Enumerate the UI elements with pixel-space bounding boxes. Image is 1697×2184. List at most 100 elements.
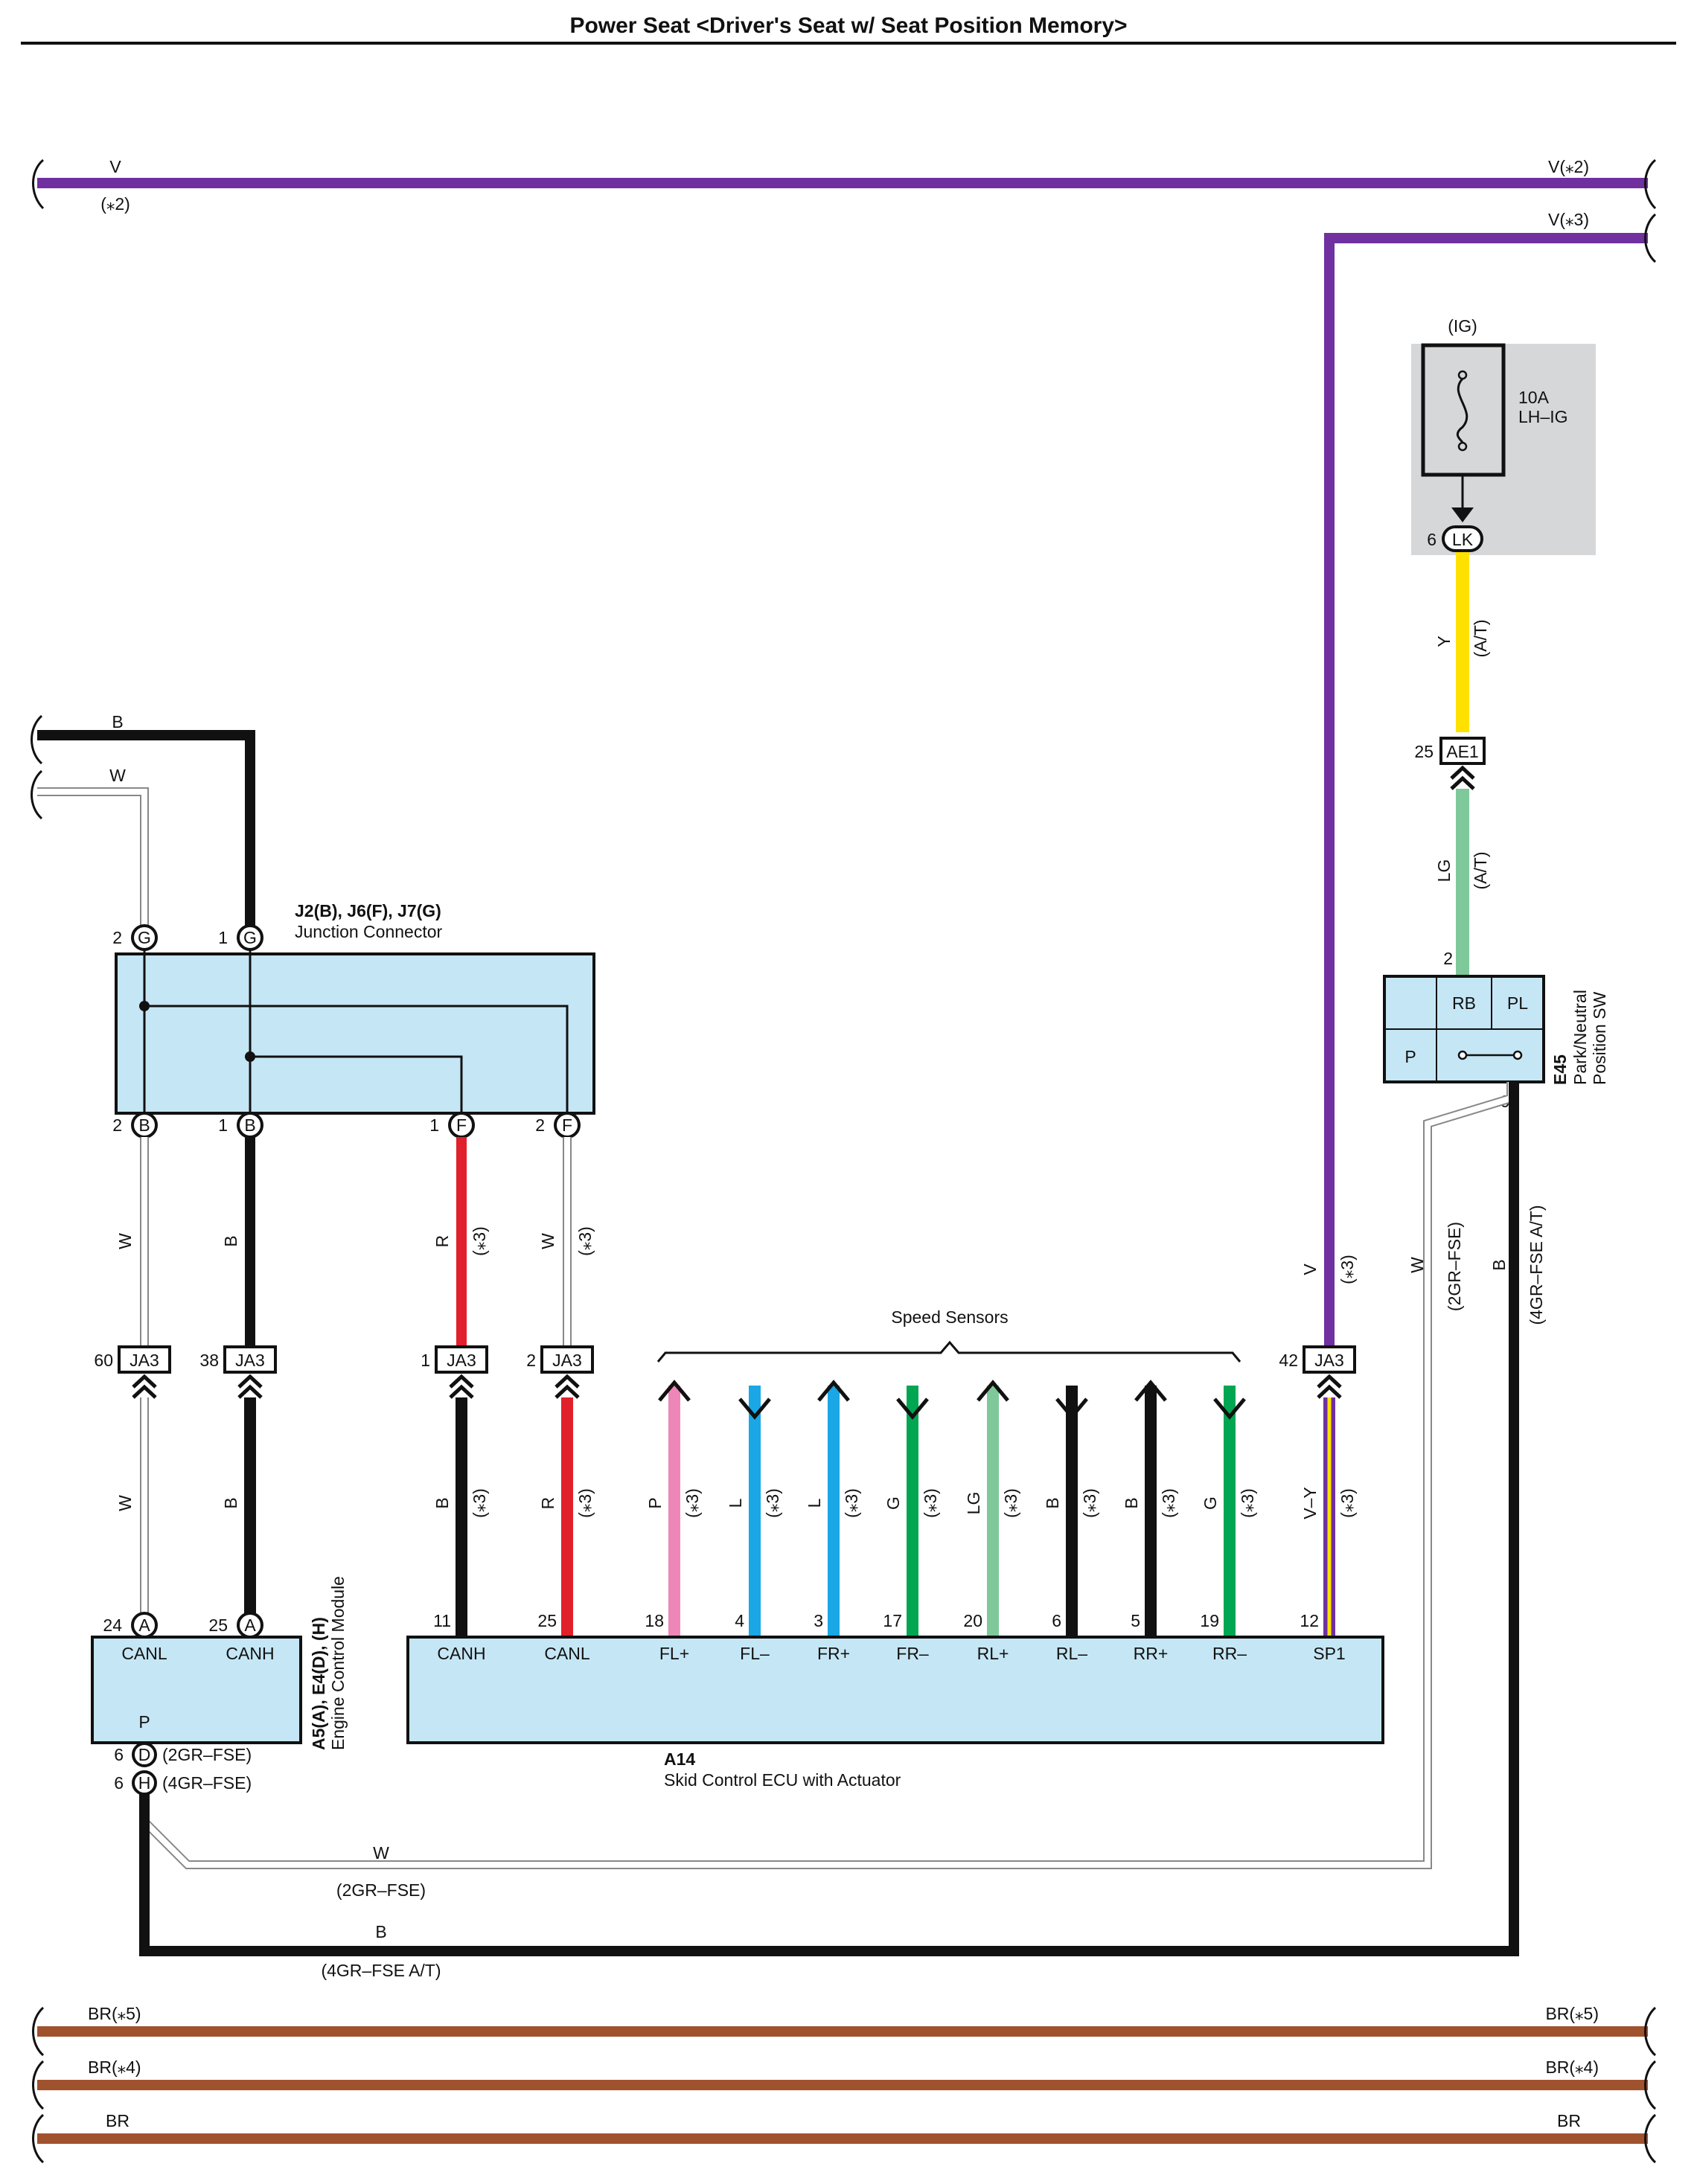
wire-label: BR(⁎5) <box>1545 2004 1599 2023</box>
junction-connector: J2(B), J6(F), J7(G) Junction Connector G… <box>112 901 595 1139</box>
component-id: J2(B), J6(F), J7(G) <box>295 901 441 920</box>
wire-note: (4GR–FSE A/T) <box>321 1961 441 1980</box>
pin-number: 42 <box>1279 1351 1298 1370</box>
ecu-pin: 6RL– <box>1052 1611 1087 1663</box>
chevron-up-icon <box>449 1374 474 1399</box>
pin-number: 6 <box>114 1745 124 1764</box>
wire-note: (⁎3) <box>1001 1488 1020 1518</box>
wire-note: (2GR–FSE) <box>1445 1222 1464 1311</box>
wire-color-label: W <box>1407 1257 1427 1273</box>
engine-control-module: A 24 A 25 CANL CANH P A5(A), E4(D), (H) … <box>91 1576 348 1796</box>
connector-label: JA3 <box>552 1351 582 1370</box>
park-neutral-switch: 2 RB PL P E45 Park/Neutral Position SW 6 <box>1383 949 1609 1111</box>
component-id: E45 <box>1550 1054 1570 1085</box>
wire-color-label: B <box>221 1497 240 1508</box>
pin-number: 2 <box>112 1115 122 1135</box>
wire-note: (⁎3) <box>842 1488 861 1518</box>
wire-segment: B(⁎3) <box>432 1397 489 1637</box>
svg-text:W: W <box>538 1233 557 1249</box>
pin-note: (2GR–FSE) <box>162 1745 252 1764</box>
wire-color-label: B <box>375 1922 386 1941</box>
arrow-up-icon <box>1134 1380 1167 1402</box>
b-wire-incoming: B <box>31 712 255 936</box>
wire-color-label: B <box>112 712 123 731</box>
svg-text:(⁎3): (⁎3) <box>575 1226 595 1256</box>
signal-p: P <box>138 1712 150 1732</box>
connector-label: JA3 <box>130 1351 159 1370</box>
wire-break-right-icon <box>1644 2060 1657 2110</box>
pin-number: 4 <box>735 1611 744 1630</box>
pin-signal: CANL <box>544 1644 590 1663</box>
pin-number: 25 <box>537 1611 557 1630</box>
arrow-up-icon <box>977 1380 1009 1402</box>
pin-number: 3 <box>814 1611 823 1630</box>
wire-color-label: B <box>1122 1497 1141 1508</box>
upper-wires: W B R (⁎3) W (⁎3) V (⁎3) <box>115 1137 1357 1347</box>
pin-signal: CANH <box>437 1644 485 1663</box>
wire-color-label: L <box>805 1498 824 1508</box>
component-name: Position SW <box>1590 991 1609 1085</box>
wire-note: (⁎3) <box>763 1488 782 1518</box>
wire-color-label: R <box>538 1497 557 1510</box>
svg-text:V: V <box>1300 1264 1320 1275</box>
wire-break-left-icon <box>32 2060 45 2110</box>
wire-segment: B <box>221 1397 256 1613</box>
wire-segment: B(⁎3) <box>1122 1380 1178 1637</box>
wire-break-left-icon <box>31 769 43 820</box>
connector-d: D <box>138 1745 151 1764</box>
wire-note: (⁎3) <box>921 1488 940 1518</box>
pin-number: 1 <box>429 1115 439 1135</box>
pin-signal: SP1 <box>1313 1644 1345 1663</box>
wire-label: BR(⁎4) <box>1545 2057 1599 2077</box>
junction-bottom-pin: F 2 <box>535 1112 581 1139</box>
wire-note: (4GR–FSE A/T) <box>1527 1205 1546 1325</box>
pin-number: 24 <box>103 1615 122 1635</box>
wire-break-left-icon <box>32 2006 45 2057</box>
pin-note: (4GR–FSE) <box>162 1773 252 1793</box>
pin-number: 1 <box>218 1115 228 1135</box>
svg-text:R: R <box>432 1235 452 1248</box>
pin-number: 18 <box>645 1611 664 1630</box>
wire-label: BR(⁎4) <box>88 2057 141 2077</box>
wire-label-v-right: V(⁎2) <box>1548 157 1589 176</box>
chevron-up-icon <box>1450 765 1475 790</box>
signal-canh: CANH <box>226 1644 274 1663</box>
br-wire: BR BR <box>32 2111 1657 2164</box>
br-wire-5: BR(⁎5) BR(⁎5) <box>32 2004 1657 2057</box>
pin-number: 5 <box>1131 1611 1140 1630</box>
junction-bottom-pin: B 2 <box>112 1112 158 1139</box>
component-name: Skid Control ECU with Actuator <box>664 1770 901 1790</box>
pin-number: 2 <box>1443 949 1453 968</box>
wire-segment: G (⁎3) <box>1201 1386 1257 1637</box>
pin-number: 2 <box>526 1351 536 1370</box>
pin-number: 60 <box>94 1351 113 1370</box>
pin-number: 6 <box>114 1773 124 1793</box>
wire-label: V (⁎3) <box>1300 1255 1357 1284</box>
pin-number: 25 <box>208 1615 228 1635</box>
switch-cell-p: P <box>1404 1047 1416 1066</box>
wire-note: (2GR–FSE) <box>336 1880 426 1900</box>
wire-color-label: W <box>373 1843 389 1863</box>
svg-text:F: F <box>456 1115 467 1135</box>
junction-bottom-pin: B 1 <box>218 1112 263 1139</box>
wire-note: (A/T) <box>1471 851 1490 889</box>
pin-signal: FL– <box>740 1644 770 1663</box>
wire-segment: L(⁎3) <box>726 1386 782 1637</box>
wire-segment: P(⁎3) <box>645 1380 702 1637</box>
wire-color-label: P <box>645 1497 665 1508</box>
wire-label: BR <box>1557 2111 1581 2130</box>
wire-color-label: G <box>1201 1496 1220 1510</box>
wire-note: (⁎3) <box>1238 1488 1257 1518</box>
component-name: Junction Connector <box>295 922 443 941</box>
connector-label: AE1 <box>1446 742 1478 761</box>
